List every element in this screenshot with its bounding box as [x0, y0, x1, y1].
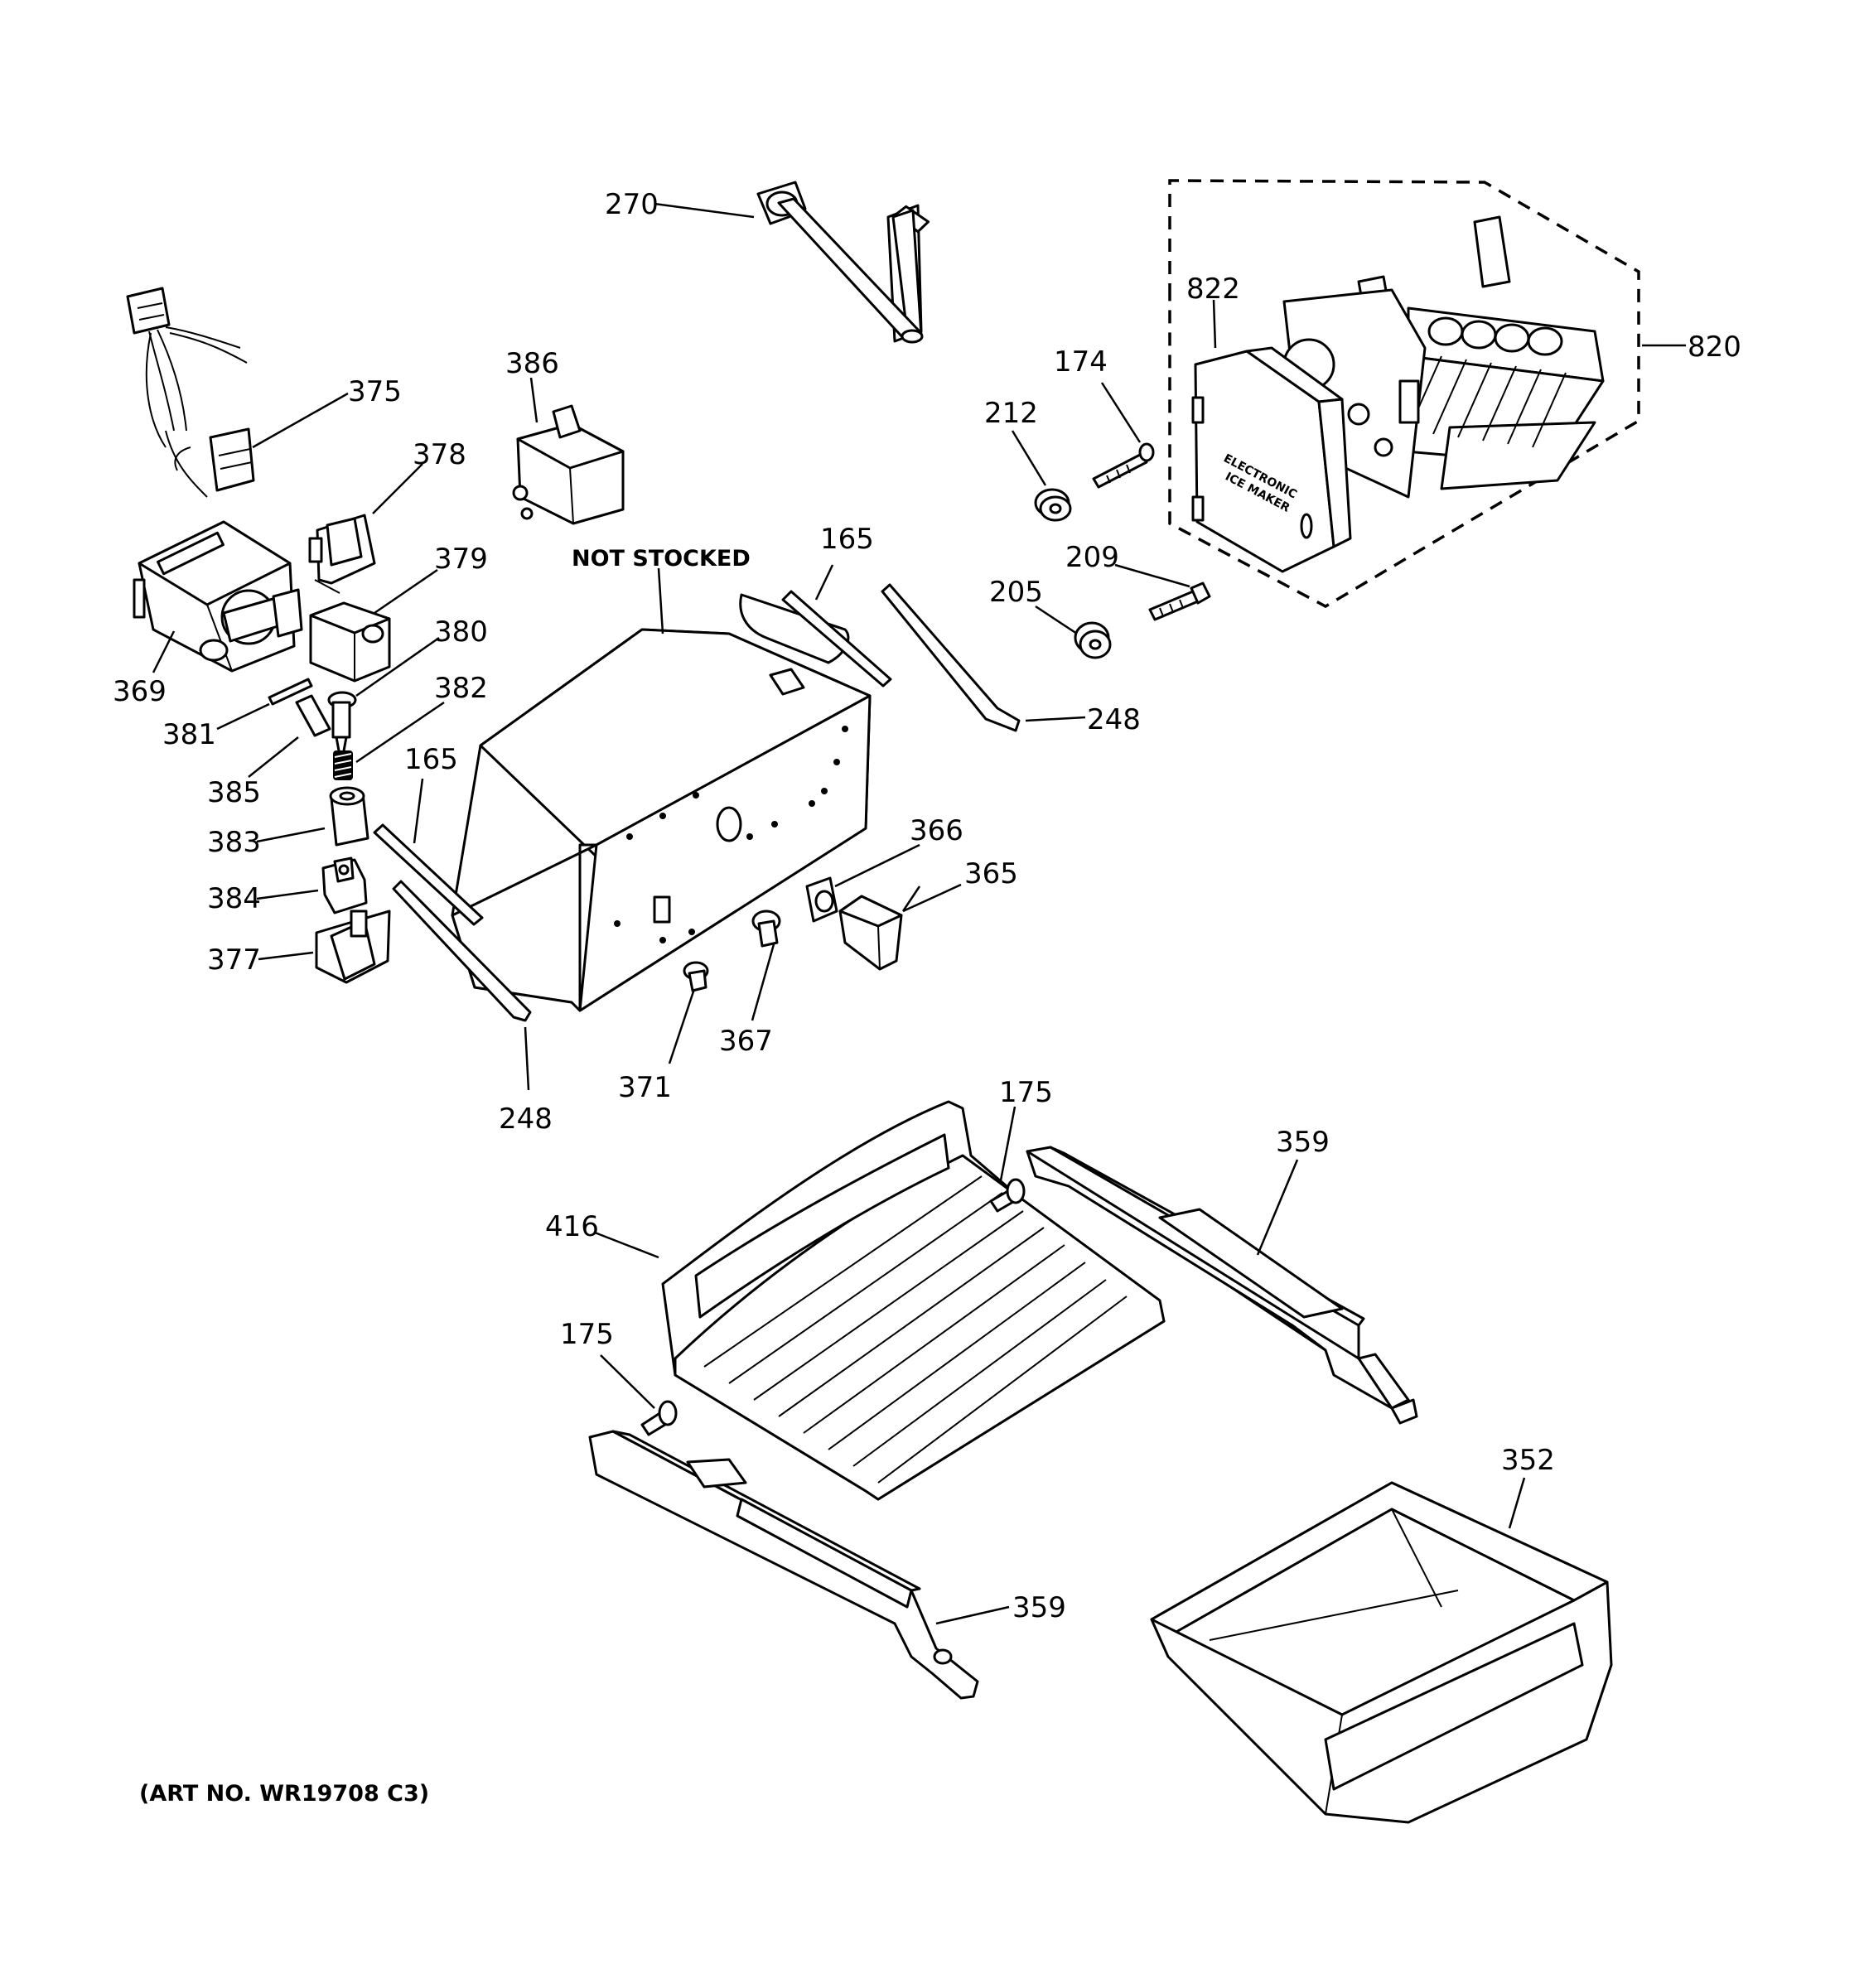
callout-175-lower: 175	[560, 1318, 614, 1351]
part-248-strip-left	[392, 880, 532, 1022]
callout-371: 371	[618, 1071, 672, 1104]
leader-lines	[152, 202, 1686, 1625]
part-352-ice-bucket	[1150, 1481, 1613, 1824]
part-212-grommet	[1034, 488, 1072, 522]
callout-248-top: 248	[1087, 703, 1141, 736]
part-174-screw	[1092, 442, 1155, 489]
part-209-screw	[1148, 581, 1211, 621]
callout-365: 365	[964, 857, 1018, 890]
part-366-clip	[805, 876, 838, 923]
callout-359-lower: 359	[1012, 1591, 1066, 1624]
part-377-bracket	[315, 910, 391, 984]
callout-386: 386	[505, 347, 559, 380]
part-379-block	[309, 601, 391, 683]
part-367-fastener	[751, 910, 781, 948]
callout-175-upper: 175	[999, 1076, 1053, 1109]
callout-366: 366	[910, 814, 963, 847]
callout-367: 367	[719, 1025, 773, 1058]
not-stocked-note: NOT STOCKED	[572, 546, 751, 572]
callout-384: 384	[207, 882, 261, 915]
part-375-wire-harness	[126, 287, 255, 498]
callout-382: 382	[434, 672, 488, 705]
part-175-screw-lower	[640, 1400, 678, 1436]
callout-381: 381	[162, 718, 216, 751]
part-371-screw	[683, 961, 709, 992]
callout-378: 378	[413, 438, 466, 471]
callout-165-top: 165	[820, 523, 874, 556]
part-386-switch	[512, 404, 625, 525]
callout-270: 270	[605, 188, 659, 221]
part-205-grommet	[1074, 621, 1112, 659]
part-384-clip	[321, 856, 368, 914]
part-378-solenoid	[308, 514, 376, 594]
part-416-tray	[661, 1100, 1166, 1501]
part-380-plunger	[327, 691, 357, 757]
callout-416: 416	[545, 1210, 599, 1243]
part-not-stocked-housing: NOT STOCKED	[451, 546, 872, 1012]
callout-212: 212	[984, 397, 1038, 430]
part-385-pin	[295, 694, 331, 737]
callout-209: 209	[1065, 541, 1119, 574]
part-165-strip-top	[781, 590, 892, 688]
callout-248-left: 248	[499, 1103, 553, 1136]
part-165-strip-left	[373, 823, 484, 926]
callout-822: 822	[1186, 273, 1240, 306]
callout-359-upper: 359	[1276, 1126, 1330, 1159]
callout-385: 385	[207, 776, 261, 809]
part-365-bracket	[838, 895, 903, 971]
callout-205: 205	[989, 576, 1043, 609]
part-369-auger-motor	[133, 520, 303, 673]
callout-174: 174	[1054, 345, 1108, 379]
callout-369: 369	[113, 675, 167, 708]
part-359-slide-rail-lower	[588, 1430, 979, 1700]
part-382-spring	[333, 750, 353, 780]
part-383-bushing	[329, 786, 369, 847]
part-175-screw-upper	[989, 1178, 1026, 1213]
callout-375: 375	[348, 375, 402, 408]
callout-labels: 270 822 820 174 212 386 375 378 379 380 …	[113, 188, 1741, 1624]
part-248-strip-top	[881, 583, 1021, 732]
callout-165-left: 165	[404, 743, 458, 776]
callout-352: 352	[1501, 1444, 1555, 1477]
part-381-pin	[268, 678, 313, 706]
callout-380: 380	[434, 615, 488, 649]
callout-820: 820	[1688, 331, 1741, 364]
callout-377: 377	[207, 943, 261, 977]
callout-379: 379	[434, 543, 488, 576]
part-359-slide-rail-upper	[1026, 1146, 1418, 1425]
part-822-ice-maker-cover: ELECTRONIC ICE MAKER	[1191, 346, 1352, 573]
art-number: (ART NO. WR19708 C3)	[139, 1781, 429, 1807]
part-270-fill-tube	[756, 181, 930, 344]
callout-383: 383	[207, 826, 261, 859]
